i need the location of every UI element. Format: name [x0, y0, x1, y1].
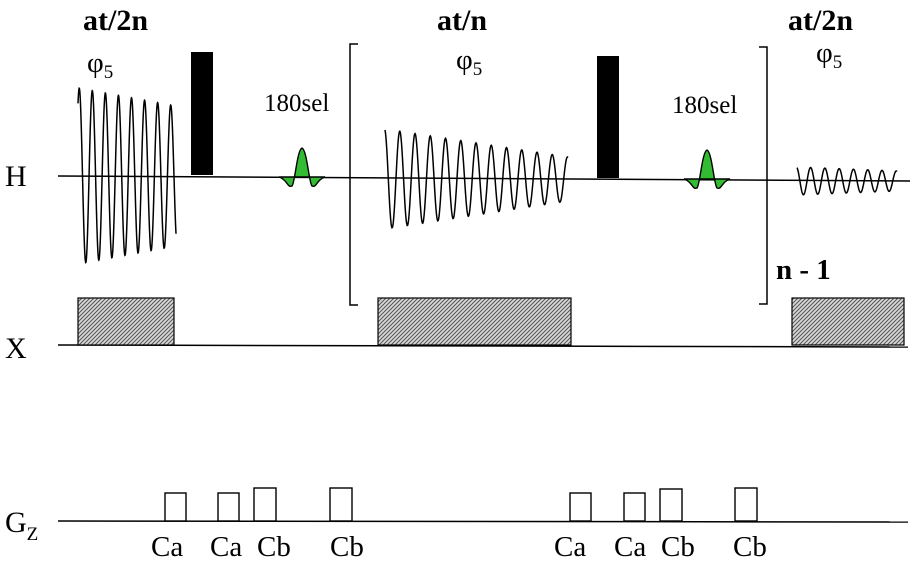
- segment-1-phase-label: φ5: [87, 47, 113, 83]
- segment-2-phase-sub: 5: [473, 59, 483, 80]
- segment-2-phase: φ: [456, 44, 473, 76]
- x-baseline: [57, 344, 909, 348]
- segment-3-phase-label: φ5: [816, 37, 842, 73]
- gz-channel-label: GZ: [5, 506, 38, 545]
- segment-1-acq-label: at/2n: [83, 4, 148, 37]
- fid-acquisition-3: [796, 166, 898, 196]
- segment-3-acq-label: at/2n: [788, 4, 853, 37]
- gz-main: G: [5, 506, 27, 539]
- decoupling-block-1: [77, 297, 175, 346]
- gradient-pulse-5: [569, 492, 592, 522]
- selective-pulse-1: [278, 147, 326, 187]
- loop-bracket-left: [349, 43, 358, 306]
- gradient-pulse-2: [217, 492, 240, 522]
- segment-2-phase-label: φ5: [456, 44, 482, 80]
- gradient-pulse-1: [164, 492, 187, 522]
- gradient-label-8: Cb: [733, 531, 767, 561]
- gz-baseline: [57, 520, 909, 523]
- gradient-label-7: Cb: [661, 531, 695, 561]
- selective-pulse-2: [683, 149, 731, 189]
- segment-2-acq-label: at/n: [437, 4, 487, 37]
- h-channel-label: H: [5, 160, 27, 193]
- x-channel-label: X: [5, 332, 27, 365]
- segment-1-phase: φ: [87, 47, 104, 79]
- gradient-pulse-8: [734, 487, 758, 522]
- gradient-label-3: Cb: [257, 531, 291, 561]
- gradient-label-6: Ca: [614, 531, 646, 561]
- segment-1-phase-sub: 5: [104, 62, 114, 83]
- gradient-label-5: Ca: [554, 531, 586, 561]
- hard-pulse-2: [597, 56, 619, 178]
- loop-count-label: n - 1: [776, 254, 831, 286]
- gradient-pulse-4: [329, 487, 353, 522]
- hard-pulse-1: [191, 52, 213, 175]
- gradient-label-2: Ca: [210, 531, 242, 561]
- segment-3-phase-sub: 5: [833, 52, 843, 73]
- selective-pulse-2-label: 180sel: [672, 92, 737, 119]
- gradient-label-1: Ca: [151, 531, 183, 561]
- gradient-pulse-6: [623, 492, 646, 522]
- fid-acquisition-2: [384, 129, 569, 229]
- gradient-pulse-7: [659, 488, 683, 522]
- decoupling-block-2: [377, 297, 572, 346]
- loop-bracket-right: [759, 46, 768, 305]
- fid-acquisition-1: [77, 86, 177, 264]
- gz-subscript: Z: [27, 524, 39, 545]
- segment-3-phase: φ: [816, 37, 833, 69]
- h-baseline: [57, 175, 911, 182]
- gradient-pulse-3: [253, 487, 277, 522]
- gradient-label-4: Cb: [330, 531, 364, 561]
- decoupling-block-3: [791, 297, 905, 346]
- selective-pulse-1-label: 180sel: [264, 90, 329, 117]
